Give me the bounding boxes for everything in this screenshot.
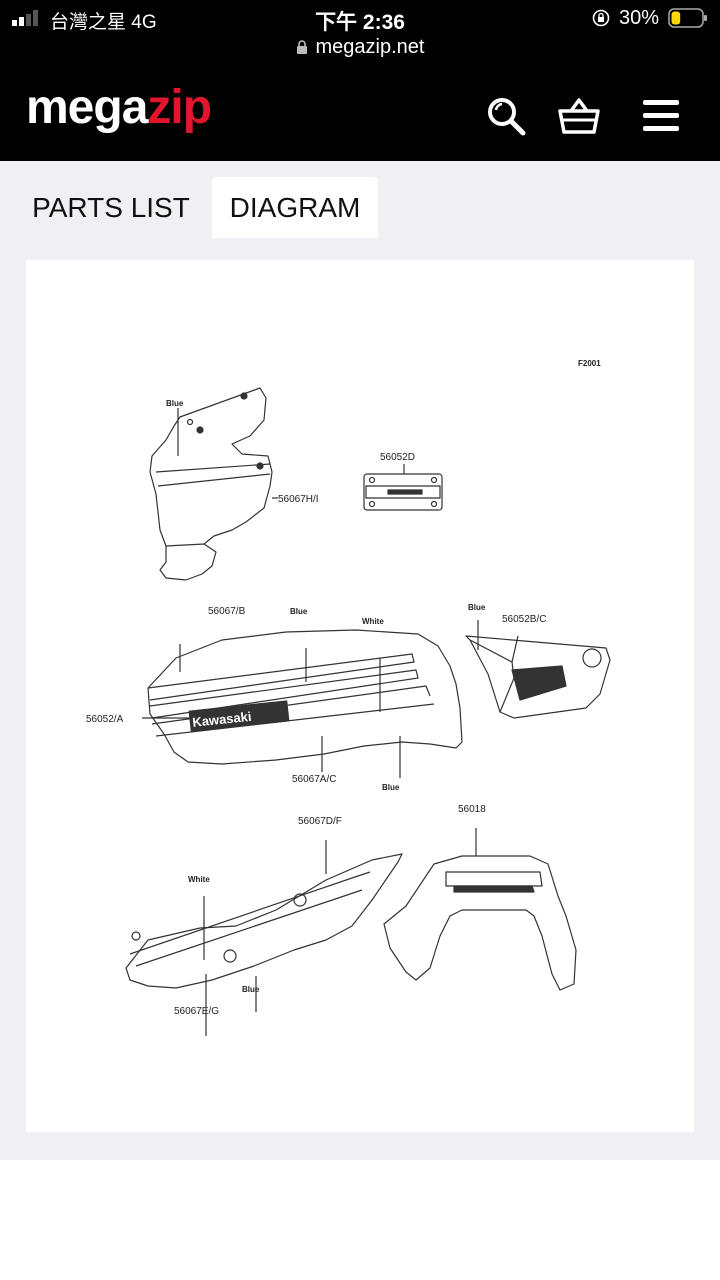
decal-56052d bbox=[363, 473, 443, 511]
diagram-section: F2001 Blue 56067H/I 56052D 56067/B Blue … bbox=[0, 238, 720, 1160]
part-number-56067ac[interactable]: 56067A/C bbox=[292, 774, 336, 785]
color-label-white: White bbox=[362, 617, 384, 626]
parts-diagram-drawing: F2001 Blue 56067H/I 56052D 56067/B Blue … bbox=[86, 359, 611, 1036]
color-label-white: White bbox=[188, 875, 210, 884]
color-label-blue: Blue bbox=[468, 603, 486, 612]
color-label-blue: Blue bbox=[242, 985, 260, 994]
color-label-blue: Blue bbox=[382, 783, 400, 792]
part-number-56052d[interactable]: 56052D bbox=[380, 452, 415, 463]
url-bar[interactable]: megazip.net bbox=[0, 36, 720, 66]
status-bar: 台灣之星 4G 下午 2:36 30% bbox=[0, 0, 720, 36]
kawasaki-decal bbox=[188, 700, 290, 732]
decal-56052bc bbox=[465, 635, 611, 719]
battery-icon bbox=[668, 8, 707, 28]
padlock-icon bbox=[296, 40, 307, 54]
side-cover-upper bbox=[149, 387, 273, 547]
site-header: megazip bbox=[0, 66, 720, 161]
fuel-tank-decal bbox=[147, 629, 463, 765]
diagram-code: F2001 bbox=[578, 359, 601, 368]
part-number-56067df[interactable]: 56067D/F bbox=[298, 816, 342, 827]
tail-cowl-decal bbox=[383, 855, 577, 991]
carrier-label: 台灣之星 4G bbox=[50, 12, 157, 33]
battery-percent: 30% bbox=[619, 7, 660, 29]
rear-cowl-decal bbox=[125, 853, 403, 989]
part-number-56052bc[interactable]: 56052B/C bbox=[502, 614, 546, 625]
rotation-lock-icon bbox=[592, 9, 610, 27]
tab-parts-list[interactable]: PARTS LIST bbox=[32, 192, 190, 223]
logo-part-zip: zip bbox=[147, 81, 212, 134]
color-label-blue: Blue bbox=[290, 607, 308, 616]
url-text: megazip.net bbox=[315, 36, 425, 58]
basket-icon[interactable] bbox=[557, 94, 601, 138]
tab-bar: PARTS LIST DIAGRAM bbox=[0, 161, 720, 238]
kawasaki-brand-text: Kawasaki bbox=[192, 709, 253, 730]
part-number-56052a[interactable]: 56052/A bbox=[86, 714, 124, 725]
status-time: 下午 2:36 bbox=[315, 11, 405, 34]
part-number-56018[interactable]: 56018 bbox=[458, 804, 486, 815]
part-number-56067eg[interactable]: 56067E/G bbox=[174, 1006, 219, 1017]
color-label-blue: Blue bbox=[166, 399, 184, 408]
side-cover-lower bbox=[159, 543, 217, 581]
part-number-56067b[interactable]: 56067/B bbox=[208, 606, 246, 617]
megazip-logo[interactable]: megazip bbox=[26, 80, 212, 135]
signal-icon bbox=[12, 10, 38, 26]
menu-icon[interactable] bbox=[639, 94, 683, 138]
parts-diagram[interactable]: F2001 Blue 56067H/I 56052D 56067/B Blue … bbox=[26, 260, 694, 1132]
part-number-56067hi[interactable]: 56067H/I bbox=[278, 494, 319, 505]
search-icon[interactable] bbox=[484, 94, 528, 138]
tab-diagram[interactable]: DIAGRAM bbox=[212, 177, 378, 238]
logo-part-mega: mega bbox=[26, 81, 148, 134]
